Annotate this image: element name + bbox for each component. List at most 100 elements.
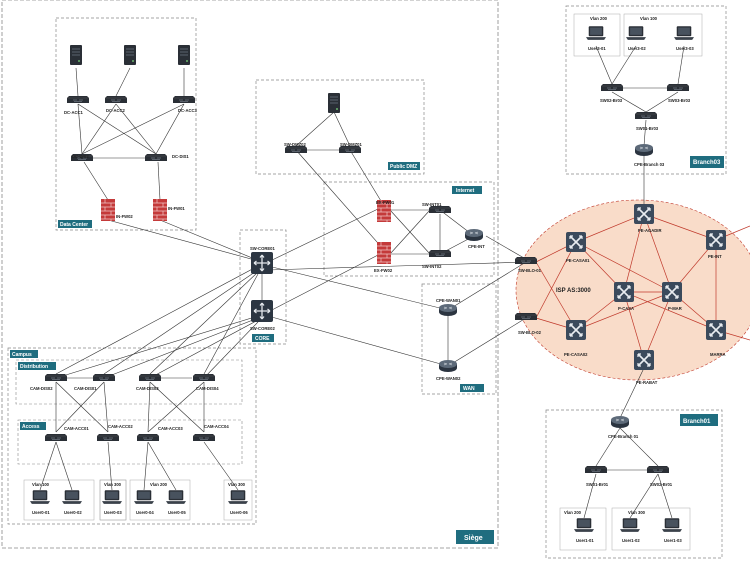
- router-icon[interactable]: [465, 229, 483, 241]
- node-label: PE-CASA02: [564, 352, 588, 357]
- node-label: EX-FW02: [374, 268, 393, 273]
- zone-tag-bg: [452, 186, 482, 194]
- switch-icon[interactable]: [97, 433, 119, 442]
- node-label: PE-RABAT: [636, 380, 658, 385]
- switch-icon[interactable]: [285, 145, 307, 154]
- switch-icon[interactable]: [67, 95, 89, 104]
- vlan-box: [223, 479, 253, 521]
- switch-icon[interactable]: [601, 83, 623, 92]
- switch-icon[interactable]: [173, 95, 195, 104]
- switch-icon[interactable]: [193, 433, 215, 442]
- node-label: DC-ACC3: [178, 108, 198, 113]
- laptop-icon[interactable]: [134, 490, 154, 504]
- node-label: SW-CORE01: [250, 246, 275, 251]
- switch-icon[interactable]: [429, 205, 451, 214]
- core-switch-icon[interactable]: [251, 300, 273, 322]
- switch-icon[interactable]: [667, 83, 689, 92]
- node-label: SW-INT01: [422, 202, 442, 207]
- laptop-icon[interactable]: [62, 490, 82, 504]
- laptop-icon[interactable]: [662, 518, 682, 532]
- node-label: CPE-Branch 01: [608, 434, 639, 439]
- device-labels: DC-ACC1 DC-ACC2 DC-ACC3 DC-DIS2 DC-DIS1 …: [30, 98, 726, 487]
- switch-icon[interactable]: [635, 111, 657, 120]
- switch-icon[interactable]: [585, 465, 607, 474]
- provider-router-icon[interactable]: [706, 320, 726, 340]
- vlan-label: Vlan 100: [640, 16, 658, 21]
- router-icon[interactable]: [611, 416, 629, 428]
- laptop-icon[interactable]: [228, 490, 248, 504]
- links: [39, 45, 685, 519]
- router-icon[interactable]: [635, 144, 653, 156]
- server-icon: [328, 92, 340, 114]
- core-zone: [239, 229, 287, 345]
- data-center-zone: [55, 17, 197, 231]
- user-label: User3-03: [676, 46, 694, 51]
- laptop-icon[interactable]: [620, 518, 640, 532]
- node-label: SW-DMZ01: [340, 142, 362, 147]
- provider-router-icon[interactable]: [566, 232, 586, 252]
- node-label: CAM-ACC03: [158, 426, 183, 431]
- user-label: User3-01: [588, 46, 606, 51]
- vlan-box: [623, 13, 703, 57]
- provider-router-icon[interactable]: [634, 204, 654, 224]
- node-label: DC-ACC1: [64, 110, 84, 115]
- vlan-label: Vlan 300: [104, 482, 122, 487]
- branch01-label: Branch01: [683, 419, 711, 425]
- provider-router-icon[interactable]: [634, 350, 654, 370]
- node-label: MARRA: [710, 352, 726, 357]
- switch-icon[interactable]: [647, 465, 669, 474]
- user-label: User0-01: [32, 510, 50, 515]
- vlan-label: Vlan 200: [150, 482, 168, 487]
- firewall-icon[interactable]: [377, 242, 391, 264]
- vlan-box: [559, 507, 607, 551]
- node-label: CAM-DIS02: [30, 386, 53, 391]
- laptop-icon[interactable]: [574, 518, 594, 532]
- node-label: DC-ACC2: [106, 108, 126, 113]
- switch-icon[interactable]: [339, 145, 361, 154]
- provider-router-icon[interactable]: [662, 282, 682, 302]
- router-icon[interactable]: [439, 304, 457, 316]
- laptop-icon[interactable]: [166, 490, 186, 504]
- node-label: EX-FW01: [376, 200, 395, 205]
- vlan-box: [23, 479, 95, 521]
- provider-router-icon[interactable]: [566, 320, 586, 340]
- firewall-icon[interactable]: [101, 199, 115, 221]
- switch-icon[interactable]: [515, 256, 537, 265]
- zone-tag-bg: [20, 422, 46, 430]
- core-switch-icon[interactable]: [251, 252, 273, 274]
- branch03-zone: [565, 5, 727, 175]
- switch-icon[interactable]: [193, 373, 215, 382]
- switch-icon[interactable]: [137, 433, 159, 442]
- public-dmz-label: Public DMZ: [390, 164, 417, 170]
- switch-icon[interactable]: [145, 153, 167, 162]
- switch-icon[interactable]: [93, 373, 115, 382]
- laptop-icon[interactable]: [30, 490, 50, 504]
- switch-icon[interactable]: [105, 95, 127, 104]
- user-label: User0-04: [136, 510, 154, 515]
- node-label: CAM-ACC04: [204, 424, 229, 429]
- switch-icon[interactable]: [515, 312, 537, 321]
- provider-router-icon[interactable]: [614, 282, 634, 302]
- switch-icon[interactable]: [45, 433, 67, 442]
- vlan-box: [611, 507, 691, 551]
- node-label: SW-DMZ02: [284, 142, 306, 147]
- switch-icon[interactable]: [429, 249, 451, 258]
- router-icon[interactable]: [439, 360, 457, 372]
- laptop-icon[interactable]: [586, 26, 606, 40]
- vlan-label: Vlan 300: [228, 482, 246, 487]
- switch-icon[interactable]: [139, 373, 161, 382]
- server-icon: [70, 44, 82, 66]
- node-label: SW03-Br03: [668, 98, 691, 103]
- laptop-icon[interactable]: [674, 26, 694, 40]
- provider-router-icon[interactable]: [706, 230, 726, 250]
- firewall-icon[interactable]: [153, 199, 167, 221]
- laptop-icon[interactable]: [626, 26, 646, 40]
- laptop-icon[interactable]: [102, 490, 122, 504]
- switch-icon[interactable]: [45, 373, 67, 382]
- node-label: IN-FW01: [168, 206, 185, 211]
- user-label: User1-01: [576, 538, 594, 543]
- zone-tag-bg: [252, 334, 274, 342]
- user-label: User1-02: [622, 538, 640, 543]
- internet-label: Internet: [456, 188, 475, 194]
- access-zone: [17, 419, 243, 465]
